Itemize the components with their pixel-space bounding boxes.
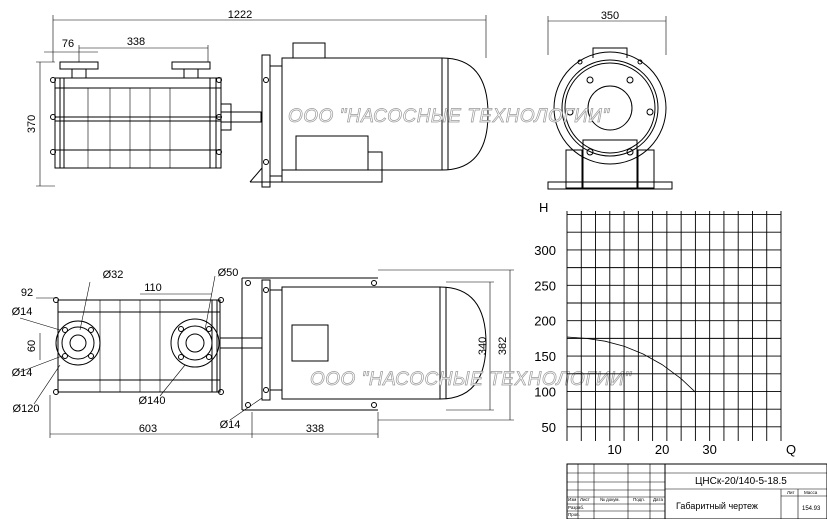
chart-y-axis-label: H (539, 200, 548, 215)
dim-height: 370 (26, 115, 38, 133)
dim-14-b: Ø14 (12, 367, 33, 379)
performance-chart: 50 100 150 200 250 300 10 20 30 H Q (534, 200, 796, 457)
title-doc-name: Габаритный чертеж (676, 501, 758, 511)
chart-grid (566, 211, 782, 441)
dim-110: 110 (144, 282, 162, 294)
dim-120: Ø120 (13, 403, 40, 415)
watermark-bottom: ООО "НАСОСНЫЕ ТЕХНОЛОГИИ" (310, 369, 632, 390)
dim-140: Ø140 (139, 395, 166, 407)
chart-y-tick-label: 250 (534, 278, 556, 293)
front-view: 1222 76 338 370 (26, 9, 489, 188)
dim-end-width: 350 (601, 10, 619, 22)
dim-offset: 76 (62, 38, 74, 50)
title-mass-value: 154.93 (802, 506, 821, 512)
dim-flange-spacing: 338 (127, 36, 145, 48)
dim-14-a: Ø14 (12, 306, 33, 318)
dim-338-plan: 338 (306, 423, 324, 435)
title-h-data: Дата (653, 497, 663, 502)
dim-382: 382 (497, 337, 509, 355)
chart-x-tick-label: 20 (655, 442, 669, 457)
chart-y-tick-label: 50 (542, 420, 556, 435)
chart-y-tick-label: 100 (534, 384, 556, 399)
title-r-razrab: Разраб. (568, 505, 584, 510)
dim-total-length: 1222 (228, 9, 252, 21)
chart-y-tick-label: 300 (534, 243, 556, 258)
title-r-prov: Пров. (568, 512, 580, 517)
chart-x-tick-label: 10 (607, 442, 621, 457)
end-view: 350 (547, 10, 673, 190)
chart-curve-series (566, 336, 696, 393)
chart-ticks: 50 100 150 200 250 300 10 20 30 (534, 243, 717, 457)
dim-dia-suction: Ø32 (103, 269, 124, 281)
title-h-izm: Изм (568, 497, 576, 502)
title-h-podp: Подп. (633, 497, 645, 502)
chart-y-tick-label: 200 (534, 314, 556, 329)
dim-14-c: Ø14 (220, 419, 241, 431)
watermark-top: ООО "НАСОСНЫЕ ТЕХНОЛОГИИ" (288, 106, 610, 127)
title-h-ndoc: № докум. (600, 497, 620, 502)
title-col-mass: Масса (804, 490, 818, 495)
title-block: ЦНСк-20/140-5-18.5 Габаритный чертеж Лит… (566, 463, 827, 519)
dim-340: 340 (477, 337, 489, 355)
chart-y-tick-label: 150 (534, 349, 556, 364)
dim-603: 603 (139, 423, 157, 435)
dim-60: 60 (26, 340, 38, 352)
dim-92: 92 (21, 287, 33, 299)
dim-dia-discharge: Ø50 (218, 267, 239, 279)
chart-x-tick-label: 30 (702, 442, 716, 457)
plan-view: Ø32 Ø50 92 110 Ø14 60 Ø14 Ø120 Ø140 Ø14 … (12, 267, 514, 438)
title-designation: ЦНСк-20/140-5-18.5 (695, 476, 787, 487)
title-col-lit: Лит (787, 490, 795, 495)
title-h-list: Лист (580, 497, 590, 502)
chart-x-axis-label: Q (786, 442, 796, 457)
